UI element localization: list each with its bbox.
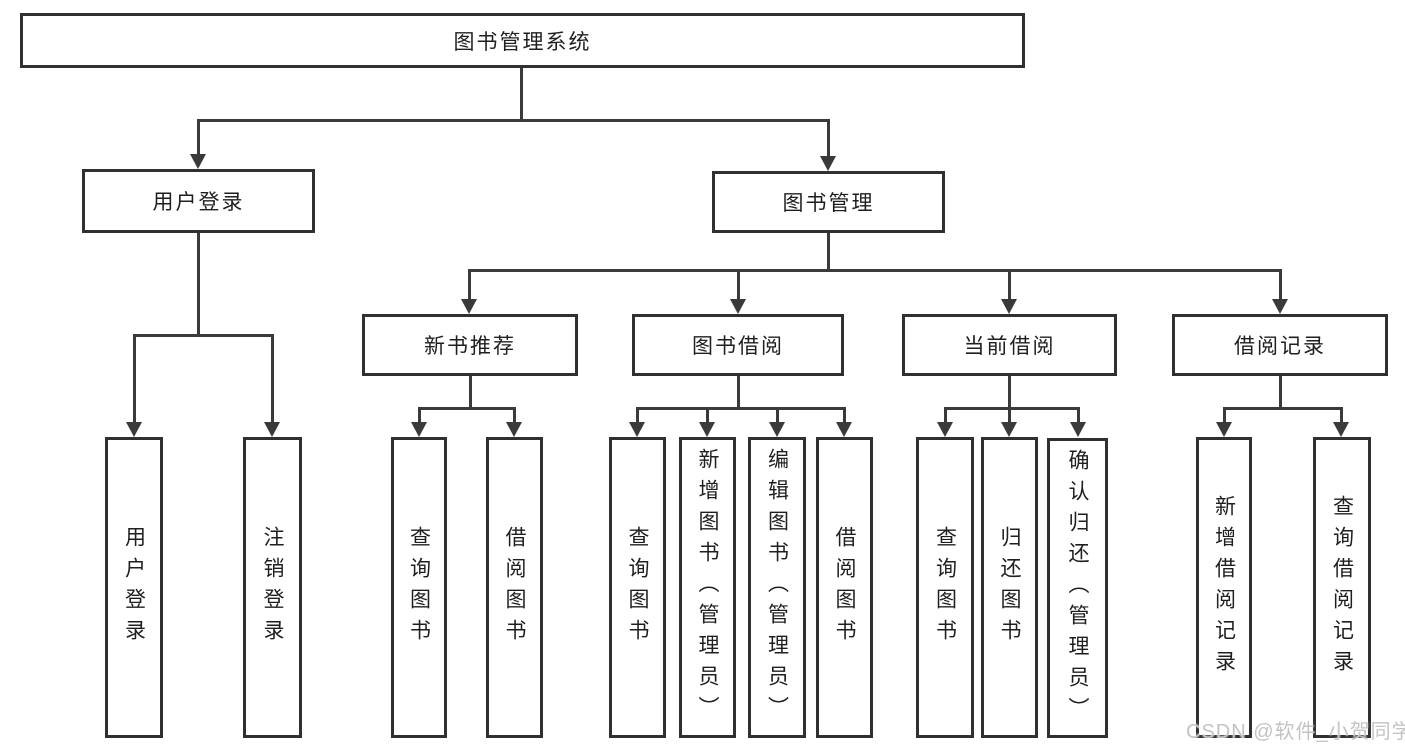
leaf-return-book: 归还图书 [981,437,1038,738]
node-current-borrowing: 当前借阅 [902,314,1117,376]
connector-line [827,119,830,157]
leaf-label: 查询图书 [407,525,431,650]
arrow-down-icon [264,422,280,437]
connector-line [1279,375,1282,409]
connector-line [1223,407,1343,410]
node-root-label: 图书管理系统 [453,30,592,54]
leaf-query-borrow-record: 查询借阅记录 [1313,437,1371,738]
node-root: 图书管理系统 [20,13,1025,68]
connector-line [706,407,709,423]
leaf-label: 新增借阅记录 [1212,494,1236,681]
connector-line [271,334,274,423]
arrow-down-icon [1001,299,1017,314]
arrow-down-icon [836,422,852,437]
connector-line [737,269,740,300]
arrow-down-icon [126,422,142,437]
leaf-borrow-books-borrow: 借阅图书 [816,437,873,738]
node-borrowing-records: 借阅记录 [1172,314,1388,376]
leaf-user-login: 用户登录 [105,437,163,738]
leaf-borrow-books-newbooks: 借阅图书 [486,437,543,738]
connector-line [513,407,516,423]
connector-line [843,407,846,423]
leaf-edit-book-admin: 编辑图书（管理员） [748,437,806,738]
leaf-label: 借阅图书 [833,525,856,650]
leaf-label: 借阅图书 [503,525,526,650]
node-book-borrowing: 图书借阅 [632,314,844,376]
leaf-label: 查询借阅记录 [1330,494,1354,681]
node-label: 图书管理 [782,192,875,215]
leaf-label: 查询图书 [626,525,649,650]
connector-line [133,334,274,337]
connector-line [737,375,740,409]
arrow-down-icon [506,422,522,437]
node-label: 图书借阅 [692,335,784,358]
leaf-add-book-admin: 新增图书（管理员） [679,437,736,738]
arrow-down-icon [937,422,953,437]
node-user-login-group: 用户登录 [82,169,315,233]
connector-line [1008,269,1011,300]
leaf-label: 用户登录 [122,525,146,650]
connector-line [1008,375,1011,409]
connector-line [636,407,846,410]
arrow-down-icon [820,156,836,171]
arrow-down-icon [1216,422,1232,437]
arrow-down-icon [1333,422,1349,437]
connector-line [197,232,200,336]
connector-line [418,407,421,423]
node-label: 新书推荐 [424,335,516,358]
node-label: 借阅记录 [1234,335,1326,358]
connector-line [944,407,1080,410]
leaf-label: 编辑图书（管理员） [765,448,789,727]
watermark: CSDN @软件_小贺同学 [1186,721,1405,743]
arrow-down-icon [699,422,715,437]
leaf-label: 注销登录 [261,525,284,650]
node-label: 用户登录 [152,191,245,214]
connector-line [944,407,947,423]
leaf-label: 归还图书 [998,525,1021,650]
arrow-down-icon [1070,422,1086,437]
connector-line [1223,407,1226,423]
connector-line [1279,269,1282,300]
leaf-label: 查询图书 [933,525,957,650]
leaf-label: 确认归还（管理员） [1066,448,1089,728]
arrow-down-icon [1272,299,1288,314]
leaf-confirm-return-admin: 确认归还（管理员） [1047,438,1108,738]
connector-line [1077,407,1080,423]
connector-line [468,269,471,300]
node-label: 当前借阅 [963,335,1056,358]
leaf-query-books-current: 查询图书 [916,437,974,738]
arrow-down-icon [1001,422,1017,437]
connector-line [197,119,830,122]
connector-line [776,407,779,423]
arrow-down-icon [461,299,477,314]
connector-line [1008,407,1011,423]
leaf-label: 新增图书（管理员） [696,448,719,727]
arrow-down-icon [730,299,746,314]
connector-line [418,407,516,410]
leaf-add-borrow-record: 新增借阅记录 [1196,437,1252,738]
arrow-down-icon [411,422,427,437]
arrow-down-icon [769,422,785,437]
arrow-down-icon [190,154,206,169]
connector-line [1340,407,1343,423]
connector-line [468,269,1281,272]
leaf-logout: 注销登录 [243,437,302,738]
leaf-query-books-borrow: 查询图书 [609,437,666,738]
arrow-down-icon [629,422,645,437]
connector-line [827,232,830,271]
connector-line [520,68,523,120]
connector-line [469,375,472,409]
node-book-management: 图书管理 [712,171,945,233]
leaf-query-books-newbooks: 查询图书 [391,437,447,738]
node-new-book-recommend: 新书推荐 [362,314,578,376]
connector-line [133,334,136,423]
connector-line [197,119,200,155]
connector-line [636,407,639,423]
